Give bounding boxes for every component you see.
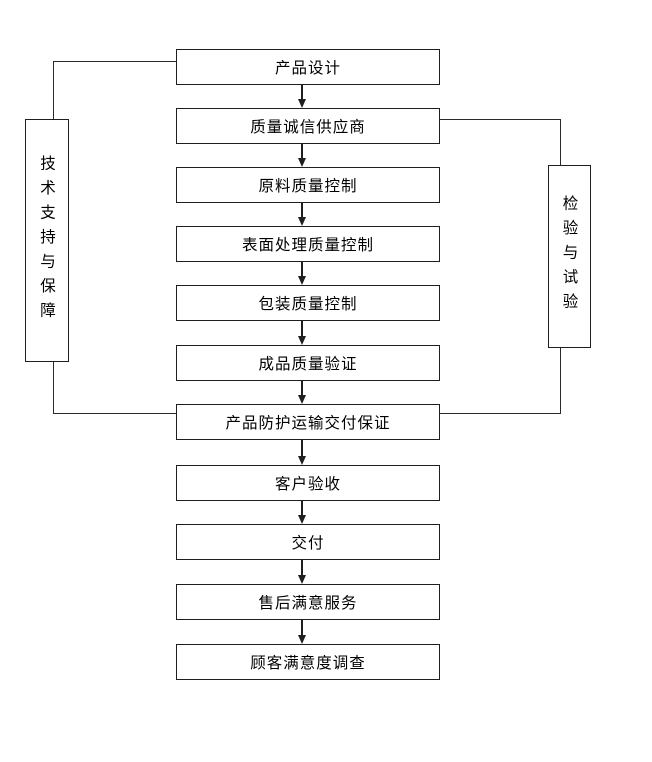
arrow-head-icon	[298, 635, 306, 644]
flow-arrow-down-6	[294, 380, 310, 404]
arrow-shaft	[301, 84, 303, 99]
step-surface-treatment-quality-control: 表面处理质量控制	[176, 226, 440, 262]
connector-right-bottom	[438, 346, 561, 414]
arrow-shaft	[301, 261, 303, 276]
arrow-head-icon	[298, 276, 306, 285]
step-quality-integrity-supplier: 质量诚信供应商	[176, 108, 440, 144]
arrow-head-icon	[298, 575, 306, 584]
side-box-inspection-test: 检验与试验	[548, 165, 591, 348]
connector-left-top	[53, 61, 176, 119]
step-delivery: 交付	[176, 524, 440, 560]
arrow-head-icon	[298, 336, 306, 345]
step-product-design: 产品设计	[176, 49, 440, 85]
flow-arrow-down-3	[294, 202, 310, 226]
arrow-shaft	[301, 559, 303, 575]
flow-arrow-down-5	[294, 320, 310, 345]
step-customer-acceptance: 客户验收	[176, 465, 440, 501]
arrow-head-icon	[298, 515, 306, 524]
arrow-head-icon	[298, 217, 306, 226]
step-protection-transport-delivery: 产品防护运输交付保证	[176, 404, 440, 440]
arrow-shaft	[301, 380, 303, 395]
arrow-head-icon	[298, 395, 306, 404]
arrow-shaft	[301, 143, 303, 158]
arrow-shaft	[301, 619, 303, 635]
side-box-technical-support: 技术支持与保障	[25, 119, 69, 362]
flow-arrow-down-4	[294, 261, 310, 285]
connector-left-bottom	[53, 360, 176, 414]
arrow-shaft	[301, 320, 303, 336]
step-raw-material-quality-control: 原料质量控制	[176, 167, 440, 203]
flow-arrow-down-7	[294, 439, 310, 465]
arrow-shaft	[301, 500, 303, 515]
flow-arrow-down-2	[294, 143, 310, 167]
flow-arrow-down-8	[294, 500, 310, 524]
step-packaging-quality-control: 包装质量控制	[176, 285, 440, 321]
step-finished-product-verification: 成品质量验证	[176, 345, 440, 381]
flow-arrow-down-9	[294, 559, 310, 584]
connector-right-top	[438, 119, 561, 165]
step-after-sales-service: 售后满意服务	[176, 584, 440, 620]
arrow-head-icon	[298, 99, 306, 108]
step-customer-satisfaction-survey: 顾客满意度调查	[176, 644, 440, 680]
arrow-head-icon	[298, 158, 306, 167]
flow-arrow-down-10	[294, 619, 310, 644]
flow-arrow-down-1	[294, 84, 310, 108]
arrow-head-icon	[298, 456, 306, 465]
arrow-shaft	[301, 202, 303, 217]
arrow-shaft	[301, 439, 303, 456]
